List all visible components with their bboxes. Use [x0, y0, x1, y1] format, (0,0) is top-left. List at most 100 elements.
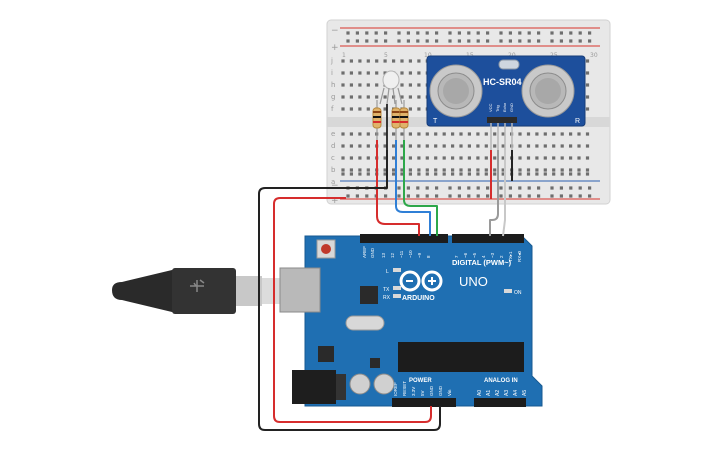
breadboard-hole — [467, 194, 471, 198]
pin-label-7: 7 — [454, 255, 459, 258]
sensor-pin-vcc: VCC — [488, 103, 493, 112]
pin-label-6: ~6 — [463, 252, 468, 258]
breadboard-hole — [358, 168, 362, 172]
breadboard-hole — [518, 168, 522, 172]
breadboard-hole — [366, 172, 370, 176]
breadboard-hole — [417, 95, 421, 99]
breadboard-hole — [366, 132, 370, 136]
breadboard-hole — [569, 186, 573, 190]
breadboard-hole — [457, 39, 461, 43]
breadboard-hole — [451, 172, 455, 176]
breadboard-hole — [569, 156, 573, 160]
row-label-j: j — [330, 57, 333, 65]
breadboard-hole — [527, 39, 531, 43]
pin-label-4: 4 — [481, 255, 486, 258]
digital-header-right — [452, 234, 524, 243]
wire-gnd-black — [258, 150, 441, 431]
pin-label-gnd: GND — [370, 247, 375, 258]
breadboard-hole — [358, 59, 362, 63]
pin-label-9: ~9 — [417, 252, 422, 258]
breadboard-hole — [518, 132, 522, 136]
ultrasonic-sensor[interactable]: HC-SR04 T R VCC Trig Echo GND — [426, 55, 586, 150]
breadboard-hole — [560, 156, 564, 160]
breadboard-hole — [375, 83, 379, 87]
breadboard-hole — [585, 144, 590, 148]
breadboard-hole — [588, 194, 592, 198]
reset-button-icon[interactable] — [316, 239, 336, 259]
rail-label-minus-bottom: − — [331, 181, 339, 191]
breadboard-hole — [406, 186, 410, 190]
breadboard-hole — [588, 31, 592, 35]
breadboard-hole — [341, 132, 345, 136]
breadboard-hole — [559, 31, 563, 35]
resistor-icon[interactable] — [372, 100, 382, 140]
breadboard-hole — [577, 132, 581, 136]
breadboard-hole — [384, 31, 388, 35]
breadboard-hole — [459, 144, 463, 148]
breadboard-hole — [501, 132, 505, 136]
row-label-d: d — [331, 142, 335, 150]
breadboard-hole — [484, 132, 488, 136]
breadboard-hole — [552, 156, 556, 160]
breadboard-hole — [459, 132, 463, 136]
breadboard-hole — [349, 107, 353, 111]
breadboard-hole — [366, 144, 370, 148]
arduino-uno-board[interactable]: AREF GND 13 12 ~11 ~10 ~9 8 7 ~6 ~5 4 ~3… — [279, 234, 543, 407]
breadboard-hole — [499, 31, 503, 35]
breadboard-hole — [560, 172, 564, 176]
pin-label-a2: A2 — [495, 390, 501, 396]
breadboard-hole — [435, 31, 439, 35]
breadboard-hole — [349, 95, 353, 99]
breadboard-hole — [417, 168, 421, 172]
rail-label-plus-bottom: + — [331, 196, 339, 206]
breadboard-hole — [518, 39, 522, 43]
breadboard-hole — [434, 144, 438, 148]
breadboard-hole — [383, 144, 387, 148]
breadboard-hole — [459, 172, 463, 176]
breadboard-hole — [349, 71, 353, 75]
pin-label-vin: Vin — [447, 389, 452, 396]
breadboard-hole — [550, 39, 554, 43]
row-label-c: c — [331, 154, 335, 162]
breadboard-hole — [578, 194, 582, 198]
breadboard-hole — [408, 156, 412, 160]
dc-jack-icon — [292, 370, 346, 404]
breadboard-hole — [578, 31, 582, 35]
led-label-on: ON — [514, 290, 522, 296]
breadboard-hole — [585, 71, 590, 75]
sensor-corner-r: R — [575, 118, 580, 125]
rail-label-plus: + — [331, 43, 339, 53]
breadboard-hole — [457, 194, 461, 198]
breadboard-hole — [425, 186, 429, 190]
pin-label-3v3: 3.3V — [411, 387, 416, 396]
breadboard-hole — [526, 168, 531, 172]
breadboard-hole — [355, 31, 359, 35]
breadboard-hole — [400, 156, 404, 160]
breadboard-hole — [527, 31, 531, 35]
breadboard-hole — [526, 144, 531, 148]
breadboard-hole — [552, 168, 556, 172]
breadboard-hole — [476, 144, 480, 148]
breadboard-hole — [358, 71, 362, 75]
breadboard-hole — [425, 39, 429, 43]
breadboard-hole — [508, 186, 512, 190]
breadboard-hole — [569, 31, 573, 35]
rgb-led-icon[interactable] — [379, 70, 403, 105]
breadboard-hole — [569, 144, 573, 148]
breadboard-hole — [550, 194, 554, 198]
pin-label-12: 12 — [390, 252, 395, 258]
breadboard-hole — [569, 168, 573, 172]
breadboard-hole — [493, 132, 497, 136]
pin-label-a0: A0 — [477, 390, 483, 396]
breadboard-hole — [384, 194, 388, 198]
breadboard-hole — [400, 71, 404, 75]
breadboard-hole — [552, 144, 556, 148]
breadboard-hole — [486, 186, 490, 190]
resistor-icon[interactable] — [399, 100, 409, 140]
breadboard-hole — [365, 31, 369, 35]
breadboard-hole — [358, 132, 362, 136]
small-chip — [370, 358, 380, 368]
breadboard-hole — [408, 168, 412, 172]
breadboard-hole — [406, 31, 410, 35]
col-number-1: 1 — [342, 52, 346, 59]
